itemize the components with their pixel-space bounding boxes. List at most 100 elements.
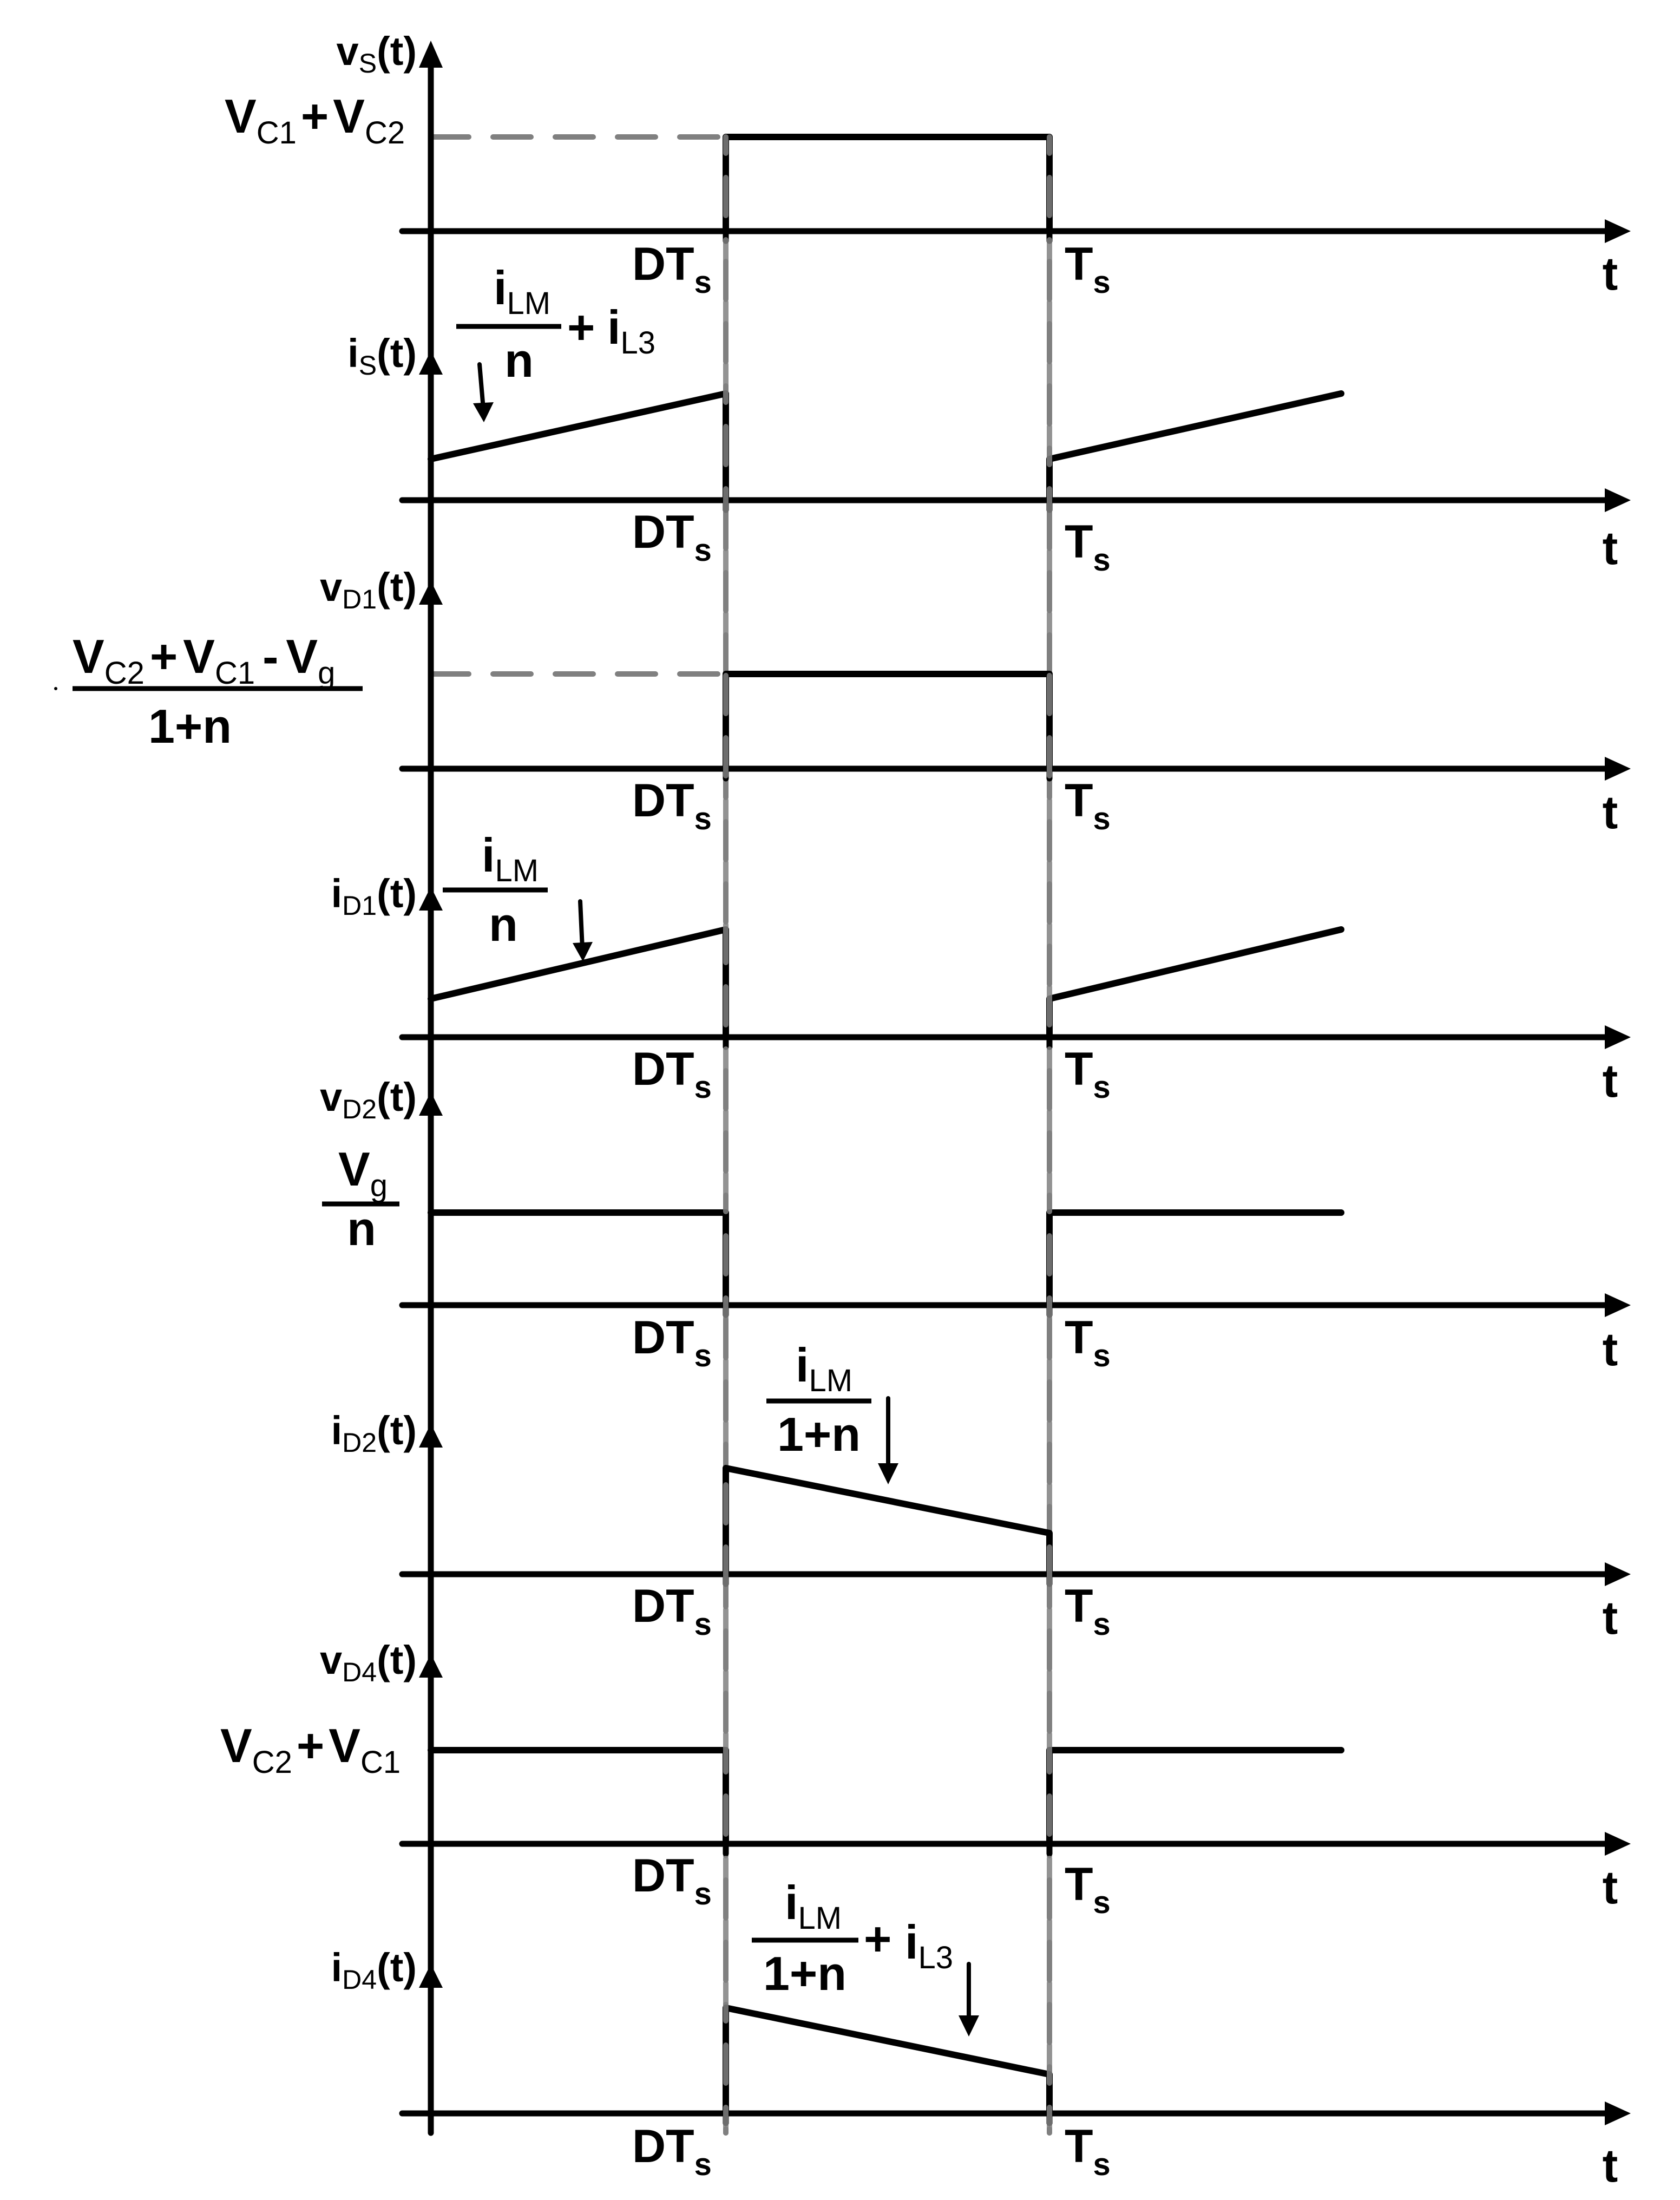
svg-text:DTs: DTs — [632, 238, 712, 300]
tick-labels: DTs Ts t DTs Ts t DTs Ts t DTs Ts t DTs … — [632, 238, 1618, 2192]
svg-text:iLM: iLM — [482, 828, 539, 888]
svg-text:Ts: Ts — [1065, 775, 1111, 836]
vd4-waveform-seg1 — [428, 1747, 729, 1847]
time-axis-is — [399, 488, 1631, 512]
id4-annotation: iLM 1+n + iL3 — [752, 1876, 979, 2037]
guide-overlay — [723, 134, 1052, 2136]
vd1-waveform — [723, 671, 1053, 772]
svg-text:iL3: iL3 — [607, 300, 655, 361]
svg-text:Ts: Ts — [1065, 1580, 1111, 1642]
svg-text:t: t — [1603, 787, 1618, 839]
svg-text:Vg: Vg — [338, 1142, 388, 1203]
is-waveform-ramp2 — [1046, 390, 1344, 503]
svg-text:t: t — [1603, 1324, 1618, 1376]
time-axis-vd2 — [399, 1293, 1631, 1317]
time-axis-id4 — [399, 2101, 1631, 2125]
is-annotation: iLM n + iL3 — [456, 261, 655, 422]
vs-level-label: VC1+VC2 — [225, 89, 405, 150]
vd2-arrow-icon — [419, 1092, 443, 1116]
is-pointer-arrow-icon — [477, 362, 485, 411]
svg-text:iLM: iLM — [785, 1876, 842, 1936]
svg-text:+: + — [567, 300, 595, 354]
y-axis-arrowheads — [419, 41, 443, 1988]
tick-labels-vd1: DTs Ts t — [632, 775, 1618, 839]
vs-waveform — [723, 134, 1053, 234]
vd1-level-label: VC2+VC1-Vg 1+n — [54, 630, 363, 753]
svg-text:Ts: Ts — [1065, 238, 1111, 300]
axis-labels: vS(t) iS(t) vD1(t) iD1(t) vD2(t) iD2(t) … — [320, 29, 417, 1995]
is-arrow-icon — [419, 351, 443, 375]
svg-text:t: t — [1603, 248, 1618, 300]
vd4-axis-label: vD4(t) — [320, 1638, 417, 1687]
svg-text:Ts: Ts — [1065, 2120, 1111, 2182]
tick-marks — [723, 228, 1053, 2126]
svg-text:Ts: Ts — [1065, 1312, 1111, 1373]
svg-text:n: n — [489, 898, 518, 951]
svg-text:iLM: iLM — [494, 261, 550, 321]
level-labels: VC1+VC2 VC2+VC1-Vg 1+n Vg n VC2+VC1 — [54, 89, 405, 1780]
svg-text:n: n — [504, 333, 534, 387]
id1-annotation: iLM n — [443, 828, 593, 961]
svg-text:iLM: iLM — [796, 1338, 852, 1398]
vd2-waveform-seg1 — [428, 1209, 729, 1308]
vd2-level-label: Vg n — [322, 1142, 399, 1255]
id2-axis-label: iD2(t) — [331, 1408, 417, 1458]
time-axes — [399, 219, 1631, 2125]
time-axis-id2 — [399, 1562, 1631, 1586]
tick-labels-vd2: DTs Ts t — [632, 1312, 1618, 1376]
time-axis-vd1 — [399, 757, 1631, 781]
svg-text:n: n — [347, 1202, 376, 1255]
vd1-arrow-icon — [419, 581, 443, 605]
svg-text:+: + — [864, 1912, 891, 1966]
time-axis-vs — [399, 219, 1631, 243]
id4-axis-label: iD4(t) — [331, 1945, 417, 1995]
svg-text:DTs: DTs — [632, 506, 712, 568]
svg-text:Ts: Ts — [1065, 1043, 1111, 1105]
vd4-waveform-seg2 — [1046, 1747, 1344, 1847]
svg-text:DTs: DTs — [632, 1850, 712, 1911]
svg-text:DTs: DTs — [632, 775, 712, 836]
svg-text:t: t — [1603, 522, 1618, 574]
tick-labels-is: DTs Ts t — [632, 506, 1618, 578]
vs-arrow-icon — [419, 41, 443, 68]
vd2-waveform-seg2 — [1046, 1209, 1344, 1308]
id1-waveform-ramp2 — [1046, 926, 1344, 1040]
svg-text:Ts: Ts — [1065, 1858, 1111, 1920]
vd2-axis-label: vD2(t) — [320, 1075, 417, 1124]
is-axis-label: iS(t) — [347, 331, 417, 381]
time-axis-id1 — [399, 1025, 1631, 1049]
svg-text:DTs: DTs — [632, 1580, 712, 1642]
tick-labels-id4: DTs Ts t — [632, 2120, 1618, 2192]
tick-labels-id1: DTs Ts t — [632, 1043, 1618, 1107]
id4-arrow-icon — [419, 1964, 443, 1988]
id1-arrow-icon — [419, 887, 443, 911]
waveforms — [428, 134, 1344, 2117]
vs-axis-label: vS(t) — [337, 29, 417, 78]
svg-text:DTs: DTs — [632, 1043, 712, 1105]
svg-text:iL3: iL3 — [905, 1915, 953, 1975]
svg-text:Ts: Ts — [1065, 516, 1111, 578]
annotations: iLM n + iL3 iLM n iLM 1+n iLM — [443, 261, 979, 2037]
svg-text:t: t — [1603, 1055, 1618, 1107]
svg-text:1+n: 1+n — [777, 1407, 861, 1461]
svg-text:t: t — [1603, 1592, 1618, 1644]
id1-axis-label: iD1(t) — [331, 871, 417, 921]
svg-text:t: t — [1603, 1862, 1618, 1914]
id2-annotation: iLM 1+n — [766, 1338, 898, 1484]
svg-text:DTs: DTs — [632, 1312, 712, 1373]
tick-labels-vd4: DTs Ts t — [632, 1850, 1618, 1920]
svg-text:t: t — [1603, 2140, 1618, 2192]
is-waveform-ramp1 — [428, 390, 729, 503]
id4-waveform — [723, 2005, 1053, 2117]
vd4-level-label: VC2+VC1 — [220, 1719, 401, 1780]
vd4-arrow-icon — [419, 1654, 443, 1678]
id2-waveform — [723, 1465, 1053, 1577]
vd1-axis-label: vD1(t) — [320, 565, 417, 614]
svg-text:VC2+VC1-Vg: VC2+VC1-Vg — [73, 630, 335, 691]
time-axis-vd4 — [399, 1832, 1631, 1856]
id2-arrow-icon — [419, 1424, 443, 1448]
svg-text:DTs: DTs — [632, 2120, 712, 2182]
svg-text:1+n: 1+n — [763, 1947, 846, 2000]
svg-text:1+n: 1+n — [148, 699, 232, 753]
